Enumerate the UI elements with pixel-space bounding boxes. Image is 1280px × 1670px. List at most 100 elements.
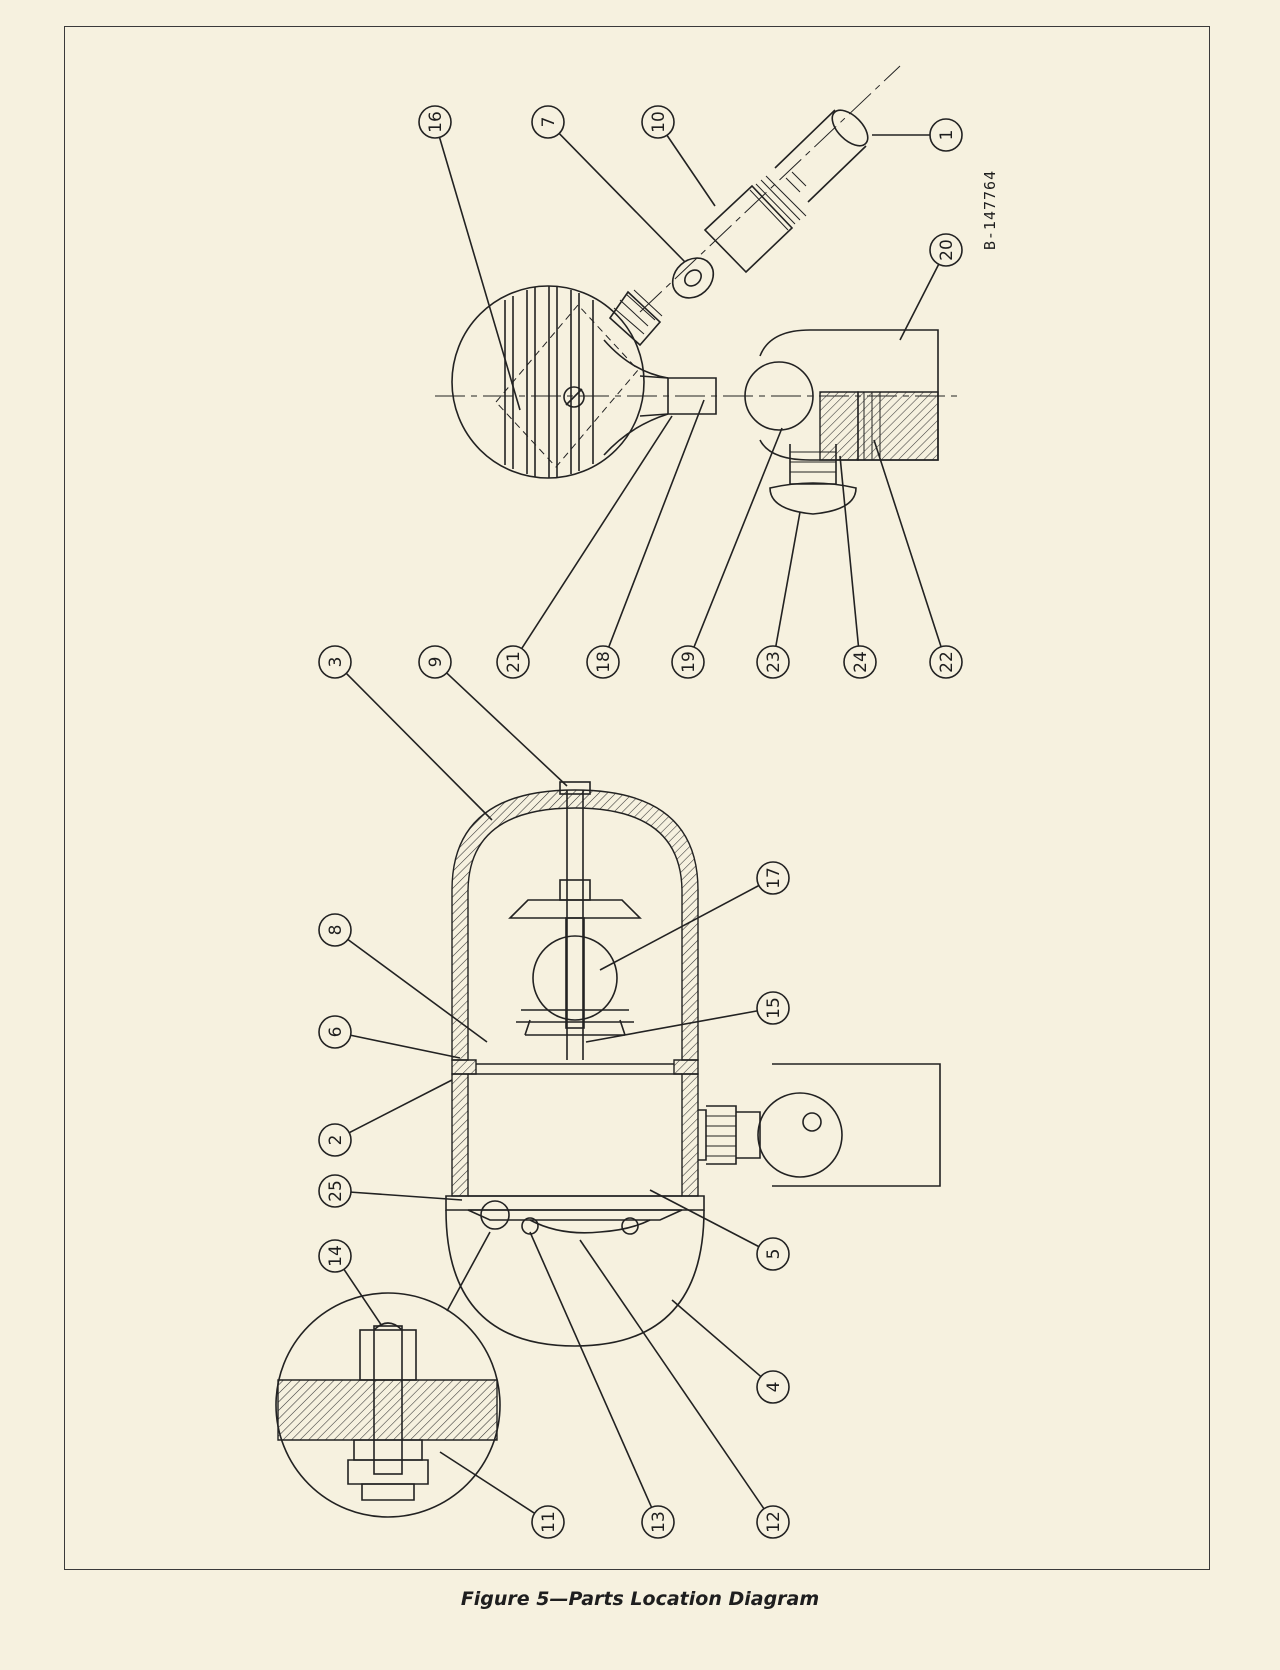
- detail-view-circle: [275, 1292, 501, 1518]
- callout-circle-8: [318, 913, 352, 947]
- callout-leader-16: [438, 137, 521, 411]
- callout-circle-22: [929, 645, 963, 679]
- callout-circle-1: [929, 118, 963, 152]
- callout-circle-12: [756, 1505, 790, 1539]
- callout-label-14: 14: [326, 1245, 346, 1267]
- callout-leader-24: [839, 455, 860, 647]
- figure-caption: Figure 5—Parts Location Diagram: [460, 1588, 820, 1610]
- callout-label-5: 5: [764, 1249, 784, 1260]
- callout-label-18: 18: [594, 651, 614, 673]
- callout-label-17: 17: [764, 867, 784, 889]
- callout-circle-3: [318, 645, 352, 679]
- callout-circle-20: [929, 233, 963, 267]
- bracket-assembly: [435, 65, 960, 515]
- callout-circle-7: [531, 105, 565, 139]
- callout-label-12: 12: [764, 1511, 784, 1533]
- callout-leader-17: [599, 884, 760, 971]
- drawing-frame: [64, 26, 1210, 1570]
- callout-leader-6: [350, 1034, 461, 1059]
- callout-circle-9: [418, 645, 452, 679]
- callout-leader-25: [350, 1191, 463, 1201]
- detail-nut: [347, 1459, 429, 1485]
- callout-leader-11: [439, 1451, 536, 1514]
- callout-circle-4: [756, 1370, 790, 1404]
- detail-section: [277, 1379, 498, 1441]
- callout-leader-13: [529, 1231, 653, 1508]
- callout-leader-10: [666, 134, 716, 207]
- callout-leader-3: [345, 672, 493, 821]
- filter-plate-dashed: [495, 304, 639, 468]
- callout-label-6: 6: [326, 1027, 346, 1038]
- callout-leader-20: [899, 263, 940, 341]
- callout-circle-21: [496, 645, 530, 679]
- reflector-top: [508, 899, 642, 919]
- center-rod: [566, 790, 584, 1060]
- callout-label-8: 8: [326, 925, 346, 936]
- callout-circle-6: [318, 1015, 352, 1049]
- callout-leader-14: [343, 1268, 383, 1327]
- mount-bracket: [772, 1063, 941, 1187]
- callout-circle-15: [756, 991, 790, 1025]
- lens-ribs: [504, 286, 594, 478]
- callout-label-19: 19: [679, 651, 699, 673]
- callout-circle-10: [641, 105, 675, 139]
- middle-body: [451, 1073, 469, 1197]
- callout-label-21: 21: [504, 651, 524, 673]
- drawing-number: B-147764: [981, 170, 999, 250]
- callout-circle-24: [843, 645, 877, 679]
- lamp-housing-assembly: [275, 781, 941, 1518]
- callout-label-11: 11: [539, 1511, 559, 1533]
- callout-leader-4: [671, 1299, 762, 1378]
- callout-leader-5: [649, 1189, 760, 1248]
- knurled-nut: [703, 184, 794, 274]
- callout-leader-9: [446, 672, 568, 787]
- mount-ball: [757, 1092, 843, 1178]
- callout-label-1: 1: [937, 130, 957, 141]
- callout-circle-18: [586, 645, 620, 679]
- callout-label-23: 23: [764, 651, 784, 673]
- callout-label-20: 20: [937, 239, 957, 261]
- lens-screw: [563, 386, 585, 408]
- callout-leader-21: [521, 415, 673, 649]
- callout-label-16: 16: [426, 111, 446, 133]
- callout-circle-2: [318, 1123, 352, 1157]
- lower-dome: [445, 1209, 705, 1347]
- callout-label-15: 15: [764, 997, 784, 1019]
- callout-circle-13: [641, 1505, 675, 1539]
- callout-leader-19: [693, 427, 783, 648]
- callout-circle-5: [756, 1237, 790, 1271]
- callout-leader-8: [347, 938, 488, 1043]
- callout-label-10: 10: [649, 111, 669, 133]
- ball-joint: [744, 361, 814, 431]
- callout-leader-12: [579, 1239, 765, 1510]
- callout-circle-25: [318, 1174, 352, 1208]
- callout-label-22: 22: [937, 651, 957, 673]
- callout-leader-18: [608, 399, 705, 648]
- washer: [671, 257, 715, 299]
- callout-circle-16: [418, 105, 452, 139]
- ball-socket: [667, 377, 717, 415]
- callout-label-24: 24: [851, 651, 871, 673]
- wing-screw: [789, 444, 837, 485]
- callout-circle-19: [671, 645, 705, 679]
- callout-label-3: 3: [326, 657, 346, 668]
- detail-stud: [373, 1325, 403, 1475]
- callout-label-9: 9: [426, 657, 446, 668]
- callout-label-25: 25: [326, 1180, 346, 1202]
- lens-disc: [451, 285, 645, 479]
- callout-label-13: 13: [649, 1511, 669, 1533]
- callout-label-4: 4: [764, 1382, 784, 1393]
- lamp-bulb: [532, 935, 618, 1021]
- callout-circle-23: [756, 645, 790, 679]
- callout-leader-7: [558, 132, 686, 263]
- callout-circle-17: [756, 861, 790, 895]
- callout-leader-2: [348, 1079, 453, 1134]
- callout-circle-11: [531, 1505, 565, 1539]
- callout-circle-14: [318, 1239, 352, 1273]
- callout-label-7: 7: [539, 117, 559, 128]
- cable: [774, 109, 867, 203]
- callout-label-2: 2: [326, 1135, 346, 1146]
- callout-leader-22: [873, 439, 942, 648]
